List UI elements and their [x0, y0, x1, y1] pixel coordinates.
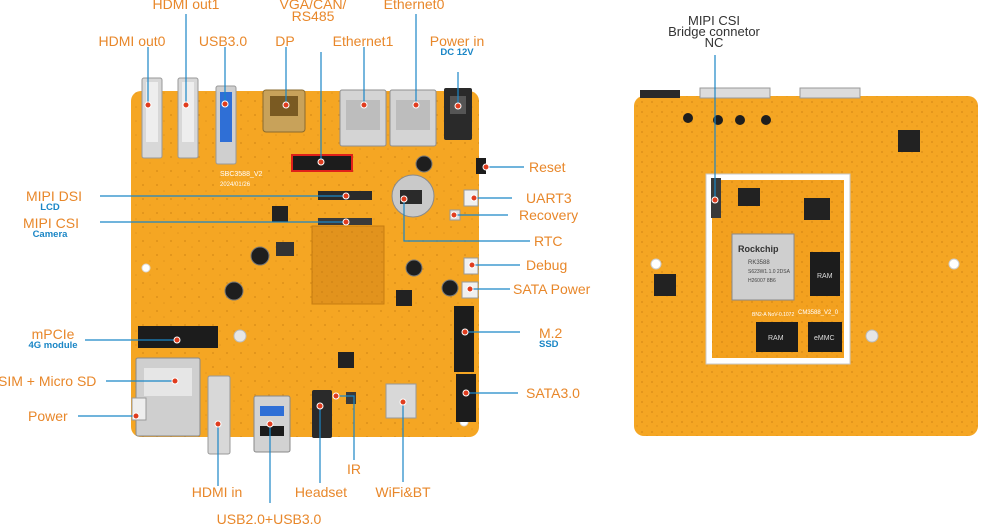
- capacitor: [415, 155, 433, 173]
- label-power-in-sub: DC 12V: [440, 47, 474, 58]
- label-usb30: USB3.0: [198, 33, 248, 49]
- soc-line: H26007 8B6: [748, 278, 776, 284]
- label-uart3: UART3: [526, 190, 572, 206]
- label-back-mipi-csi: MIPI CSI Bridge connetor NC: [668, 13, 760, 50]
- label-recovery: Recovery: [519, 207, 579, 223]
- top-connector: [699, 87, 771, 99]
- chip: [898, 130, 920, 152]
- chip: [338, 352, 354, 368]
- label-back-mipi-csi-line1: MIPI CSI: [687, 13, 740, 28]
- top-connector: [799, 87, 861, 99]
- front-board: [131, 77, 486, 455]
- ram-chip: [810, 252, 840, 296]
- label-mpcie: mPCIe: [31, 326, 75, 342]
- label-ethernet0: Ethernet0: [383, 0, 445, 12]
- label-hdmi-out0: HDMI out0: [98, 33, 166, 49]
- headset-jack: [312, 390, 332, 438]
- label-mipi-csi-sub: Camera: [32, 229, 68, 240]
- m2-slot: [454, 306, 474, 372]
- chip: [272, 206, 288, 222]
- label-rtc: RTC: [534, 233, 563, 249]
- capacitor: [441, 279, 459, 297]
- soc-line: S623W1.1.0 2DSA: [748, 269, 791, 275]
- mount-hole: [865, 329, 879, 343]
- chip: [738, 188, 760, 206]
- top-connector: [640, 90, 680, 98]
- soc-chip: [731, 233, 795, 301]
- label-mipi-dsi-sub: LCD: [40, 202, 60, 213]
- mount-hole: [650, 258, 662, 270]
- soc-line: RK3588: [748, 260, 770, 266]
- core-silk2: BN2-A NoV-0.1072: [752, 312, 794, 318]
- label-ir: IR: [347, 461, 361, 477]
- silk-model: SBC3588_V2: [220, 171, 263, 178]
- chip: [396, 290, 412, 306]
- mount-hole: [233, 329, 247, 343]
- via: [761, 115, 771, 125]
- hdmi-in-port: [207, 375, 231, 455]
- leader-pins: [132, 100, 719, 428]
- capacitor: [250, 246, 270, 266]
- sata3-connector: [456, 374, 476, 422]
- label-sata-power: SATA Power: [513, 281, 591, 297]
- emmc-chip: [808, 322, 842, 352]
- label-back-nc: NC: [704, 35, 724, 50]
- label-mpcie-sub: 4G module: [28, 340, 78, 351]
- mount-hole: [141, 263, 151, 273]
- label-vga-can-line2: RS485: [291, 8, 335, 24]
- label-wifi-bt: WiFi&BT: [375, 484, 431, 500]
- via: [683, 113, 693, 123]
- ir-receiver: [346, 392, 356, 404]
- capacitor: [224, 281, 244, 301]
- soc-brand: Rockchip: [738, 244, 779, 254]
- label-ethernet1: Ethernet1: [332, 33, 394, 49]
- label-mipi-dsi: MIPI DSI: [25, 188, 82, 204]
- label-sata3: SATA3.0: [526, 385, 580, 401]
- label-usb20-usb30: USB2.0+USB3.0: [216, 511, 322, 527]
- reset-button: [476, 158, 486, 174]
- ram-label: RAM: [817, 273, 833, 280]
- label-debug: Debug: [526, 257, 568, 273]
- silk-date: 2024/01/26: [220, 182, 251, 188]
- core-silk: CM3588_V2_0: [798, 310, 839, 316]
- via: [735, 115, 745, 125]
- leader-lines: [78, 14, 716, 503]
- label-m2: M.2: [539, 325, 563, 341]
- label-m2-sub: SSD: [539, 339, 559, 350]
- chip: [654, 274, 676, 296]
- label-hdmi-out1: HDMI out1: [152, 0, 220, 12]
- label-hdmi-in: HDMI in: [191, 484, 243, 500]
- label-power: Power: [28, 408, 68, 424]
- label-vga-can-line1: VGA/CAN/: [279, 0, 347, 12]
- label-vga-can: VGA/CAN/ RS485: [279, 0, 347, 24]
- chip: [276, 242, 294, 256]
- chip: [804, 198, 830, 220]
- label-headset: Headset: [294, 484, 348, 500]
- label-mipi-csi: MIPI CSI: [22, 215, 79, 231]
- back-board: [634, 87, 978, 436]
- ram-label: RAM: [768, 335, 784, 342]
- ram-chip: [756, 322, 798, 352]
- mount-hole: [948, 258, 960, 270]
- capacitor: [405, 259, 423, 277]
- label-dp: DP: [275, 33, 295, 49]
- label-back-mipi-csi-line2: Bridge connetor: [668, 24, 760, 39]
- label-power-in: Power in: [429, 33, 485, 49]
- label-sim-sd: SIM + Micro SD: [0, 373, 97, 389]
- emmc-label: eMMC: [814, 335, 835, 342]
- label-reset: Reset: [529, 159, 566, 175]
